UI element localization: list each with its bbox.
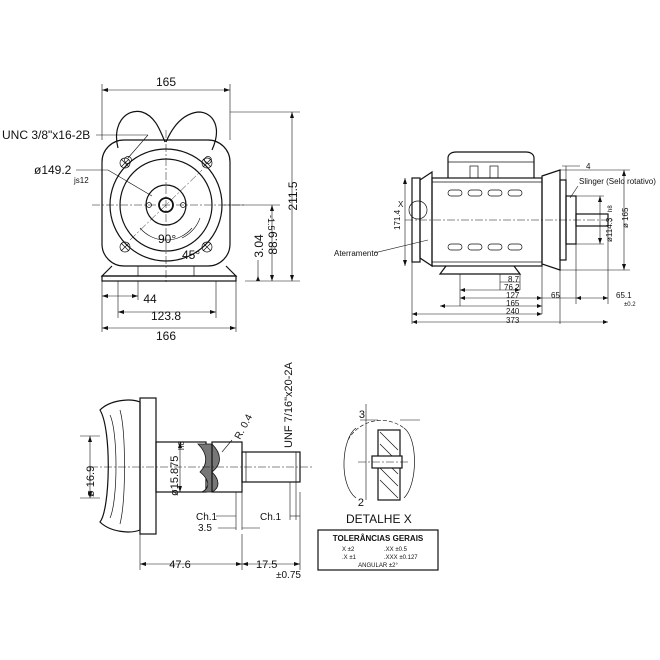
shaft-dim-17-5-tol: ±0.75 [276, 570, 301, 581]
side-dim-65: 65 [551, 291, 560, 300]
shaft-dim-15-875-tol: h8 [177, 441, 186, 450]
tolerance-row1-a: X ±2 [342, 547, 355, 553]
tolerance-row2-a: .X ±1 [342, 555, 357, 561]
tolerance-box: TOLERÂNCIAS GERAIS X ±2 .XX ±0.5 .X ±1 .… [317, 529, 439, 571]
side-label-ground: Aterramento [334, 249, 379, 258]
tolerance-title: TOLERÂNCIAS GERAIS [333, 534, 424, 543]
front-view: 165 UNC 3/8"x16-2B ø149.2 js12 90° 45° 2… [2, 75, 300, 343]
front-dim-44: 44 [143, 292, 157, 306]
shaft-dim-47-6: 47.6 [169, 559, 190, 571]
shaft-ch1-a: Ch.1 [196, 512, 218, 523]
detail-x: 3 2 DETALHE X [343, 404, 420, 526]
front-pilot-dia: ø149.2 [34, 163, 72, 177]
shaft-thread-label: UNF 7/16"x20-2A [283, 362, 295, 448]
side-dim-4: 4 [586, 162, 591, 171]
front-dim-166: 166 [156, 329, 176, 343]
front-dim-123: 123.8 [151, 309, 181, 323]
front-dim-tol: -1.5 [266, 215, 276, 231]
front-angle-45: 45° [182, 248, 200, 262]
front-dim-88: 88.9 [266, 231, 280, 255]
side-dim-65-1: 65.1 [616, 291, 632, 300]
tolerance-row2-b: .XXX ±0.127 [384, 555, 418, 561]
detail-dim-2: 2 [358, 497, 364, 509]
front-dim-211: 211.5 [286, 181, 300, 210]
tolerance-row1-b: .XX ±0.5 [384, 547, 408, 553]
side-label-x: X [398, 200, 404, 209]
side-dim-373: 373 [506, 316, 520, 325]
shaft-dim-15-875: ø15.875 [169, 456, 181, 496]
side-dim-165b: 165 [506, 299, 520, 308]
shaft-dim-3-5: 3.5 [198, 523, 212, 534]
side-dim-127: 127 [506, 291, 520, 300]
front-pilot-tol: js12 [73, 176, 89, 185]
side-dim-114: ø114.3 [605, 217, 614, 242]
side-view: X 4 Slinger (Selo rotativo) 171.4 Aterra… [334, 151, 656, 325]
shaft-dim-17-5: 17.5 [256, 559, 277, 571]
shaft-ch1-b: Ch.1 [260, 512, 282, 523]
detail-label: DETALHE X [346, 512, 412, 526]
front-angle-90: 90° [158, 232, 176, 246]
side-dim-8-7: 8.7 [508, 275, 520, 284]
side-dim-165-dia: ø 165 [621, 207, 630, 228]
shaft-radius-label: R. 0.4 [233, 412, 255, 441]
shaft-dim-16-9: ø 16.9 [85, 466, 97, 497]
front-dim-304: 3.04 [252, 234, 266, 258]
side-dim-114-tol: h8 [608, 205, 614, 212]
side-dim-76: 76.2 [504, 283, 520, 292]
side-dim-171: 171.4 [393, 209, 402, 230]
side-label-slinger: Slinger (Selo rotativo) [579, 177, 656, 186]
side-dim-240: 240 [506, 307, 520, 316]
detail-dim-3: 3 [359, 409, 365, 421]
side-dim-65-1-tol: ±0.2 [624, 302, 636, 308]
front-dim-165: 165 [156, 75, 176, 89]
tolerance-row3: ANGULAR ±2° [358, 563, 398, 569]
shaft-view: UNF 7/16"x20-2A R. 0.4 ø 16.9 ø15.875 h8… [80, 362, 312, 581]
front-thread-label: UNC 3/8"x16-2B [2, 128, 90, 142]
